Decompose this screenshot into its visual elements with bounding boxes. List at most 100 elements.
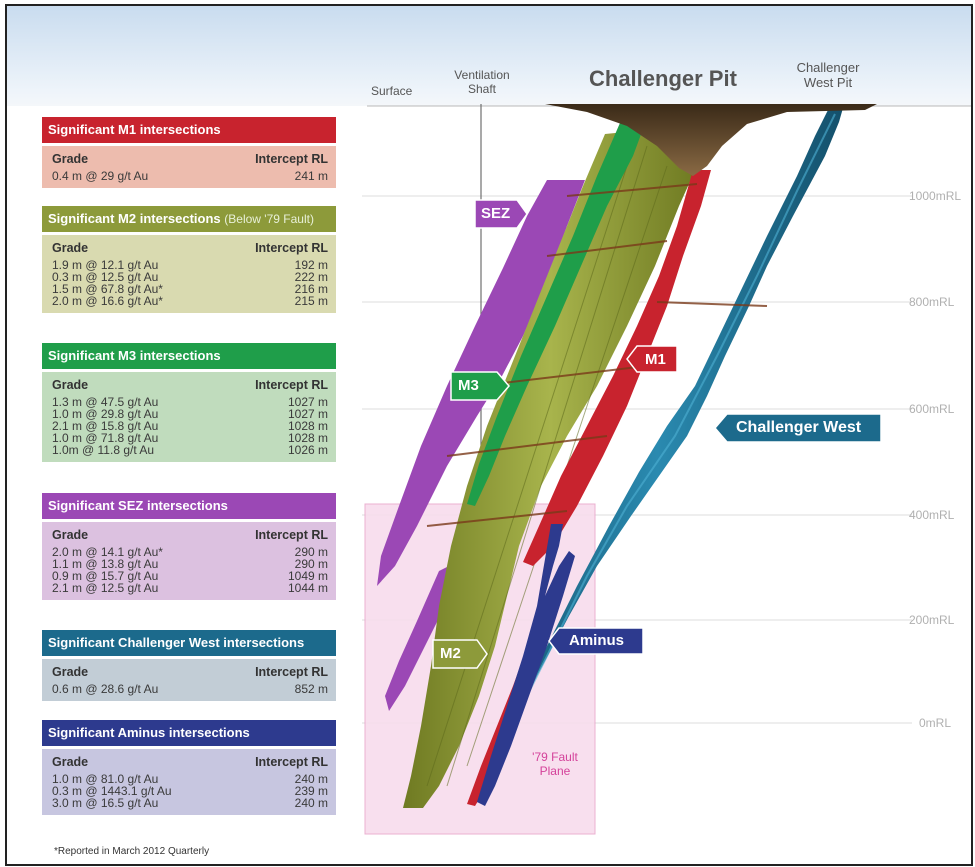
aminus-section: Significant Aminus intersections Grade In… (42, 720, 336, 815)
sez-callout: SEZ (481, 205, 511, 222)
grade-cell: 0.3 m @ 1443.1 g/t Au (52, 784, 172, 798)
rl-label-400: 400mRL (909, 508, 955, 522)
drill-trace-2 (446, 435, 608, 457)
m2-callout-bg (432, 639, 488, 669)
sez-section-title: Significant SEZ intersections (48, 498, 228, 513)
aminus-column-headers: Grade Intercept RL (52, 755, 328, 769)
challenger-west-highlight (486, 113, 836, 787)
rl-cell: 1028 m (287, 419, 328, 433)
rl-label-0: 0mRL (919, 716, 952, 730)
m3-lode (467, 116, 647, 506)
rl-cell: 1027 m (287, 395, 328, 409)
table-row: 2.0 m @ 16.6 g/t Au* 215 m (52, 295, 328, 307)
m3-section-title: Significant M3 intersections (48, 348, 221, 363)
table-row: 1.0 m @ 81.0 g/t Au 240 m (52, 773, 328, 785)
m2-section-title: Significant M2 intersections (48, 211, 221, 226)
intercept-rl-header: Intercept RL (255, 528, 328, 542)
m2-callout: M2 (440, 645, 461, 662)
rl-cell: 216 m (294, 282, 328, 296)
m3-section: Significant M3 intersections Grade Interc… (42, 343, 336, 462)
challenger-pit (545, 104, 877, 176)
callout-layer (432, 199, 882, 669)
drill-trace-1 (426, 510, 568, 527)
surface-label: Surface (371, 84, 413, 98)
fault-plane-label: '79 Fault Plane (525, 750, 585, 778)
challenger-west-section-title: Significant Challenger West intersection… (48, 635, 305, 650)
challenger-pit-label: Challenger Pit (589, 66, 737, 91)
m1-section: Significant M1 intersections Grade Interc… (42, 117, 336, 188)
rl-cell: 290 m (294, 557, 328, 571)
fault-plane-label-line2: Plane (539, 764, 571, 778)
table-row: 0.3 m @ 1443.1 g/t Au 239 m (52, 785, 328, 797)
grade-header: Grade (52, 755, 89, 769)
aminus-section-header: Significant Aminus intersections (42, 720, 336, 746)
aminus-callout: Aminus (569, 632, 625, 649)
grade-cell: 2.0 m @ 14.1 g/t Au* (52, 545, 163, 559)
table-row: 2.0 m @ 14.1 g/t Au* 290 m (52, 546, 328, 558)
drill-trace-6 (566, 183, 698, 197)
ventilation-shaft-label: Ventilation Shaft (447, 68, 517, 96)
drill-trace-4 (656, 301, 768, 307)
rl-cell: 240 m (294, 772, 328, 786)
aminus-callout-bg (548, 627, 644, 655)
grade-cell: 1.3 m @ 47.5 g/t Au (52, 395, 159, 409)
m3-callout-bg (450, 371, 510, 401)
grade-cell: 2.0 m @ 16.6 g/t Au* (52, 294, 163, 308)
m3-column-headers: Grade Intercept RL (52, 378, 328, 392)
grade-header: Grade (52, 241, 89, 255)
rl-cell: 239 m (294, 784, 328, 798)
grade-cell: 1.5 m @ 67.8 g/t Au* (52, 282, 163, 296)
m2-texture-2 (426, 165, 628, 787)
grade-cell: 1.0 m @ 81.0 g/t Au (52, 772, 159, 786)
orebody-diagram (362, 104, 971, 835)
grade-cell: 3.0 m @ 16.5 g/t Au (52, 796, 159, 810)
rl-cell: 1027 m (287, 407, 328, 421)
rl-cell: 1049 m (287, 569, 328, 583)
m1-callout-bg (626, 345, 678, 373)
sez-column-headers: Grade Intercept RL (52, 528, 328, 542)
challenger-west-pit-label-line2: West Pit (803, 75, 853, 90)
table-row: 1.0 m @ 29.8 g/t Au 1027 m (52, 408, 328, 420)
rl-cell: 215 m (294, 294, 328, 308)
challenger-west-pit-label-line1: Challenger (796, 60, 860, 75)
challenger-west-callout: Challenger West (736, 419, 862, 436)
m1-section-header: Significant M1 intersections (42, 117, 336, 143)
m3-section-body: Grade Intercept RL 1.3 m @ 47.5 g/t Au 102… (42, 372, 336, 462)
grade-cell: 2.1 m @ 15.8 g/t Au (52, 419, 159, 433)
grade-cell: 1.0 m @ 29.8 g/t Au (52, 407, 159, 421)
grade-cell: 0.4 m @ 29 g/t Au (52, 169, 149, 183)
grade-header: Grade (52, 665, 89, 679)
rl-label-1000: 1000mRL (909, 189, 962, 203)
grade-cell: 2.1 m @ 12.5 g/t Au (52, 581, 159, 595)
rl-cell: 290 m (294, 545, 328, 559)
grade-header: Grade (52, 378, 89, 392)
sez-section-header: Significant SEZ intersections (42, 493, 336, 519)
m2-texture-1 (446, 145, 648, 787)
grade-header: Grade (52, 528, 89, 542)
table-row: 1.3 m @ 47.5 g/t Au 1027 m (52, 396, 328, 408)
m1-section-title: Significant M1 intersections (48, 122, 221, 137)
grade-header: Grade (52, 152, 89, 166)
ventilation-shaft-label-line2: Shaft (467, 82, 497, 96)
grade-cell: 0.3 m @ 12.5 g/t Au (52, 270, 159, 284)
sez-callout-bg (474, 199, 528, 229)
rl-cell: 852 m (294, 682, 328, 696)
intercept-rl-header: Intercept RL (255, 152, 328, 166)
rl-cell: 1028 m (287, 431, 328, 445)
intercept-rl-header: Intercept RL (255, 755, 328, 769)
intercept-rl-header: Intercept RL (255, 378, 328, 392)
m1-column-headers: Grade Intercept RL (52, 152, 328, 166)
rl-cell: 192 m (294, 258, 328, 272)
figure-frame: Surface Ventilation Shaft Challenger Pit… (5, 4, 973, 866)
sez-section-body: Grade Intercept RL 2.0 m @ 14.1 g/t Au* 29… (42, 522, 336, 600)
